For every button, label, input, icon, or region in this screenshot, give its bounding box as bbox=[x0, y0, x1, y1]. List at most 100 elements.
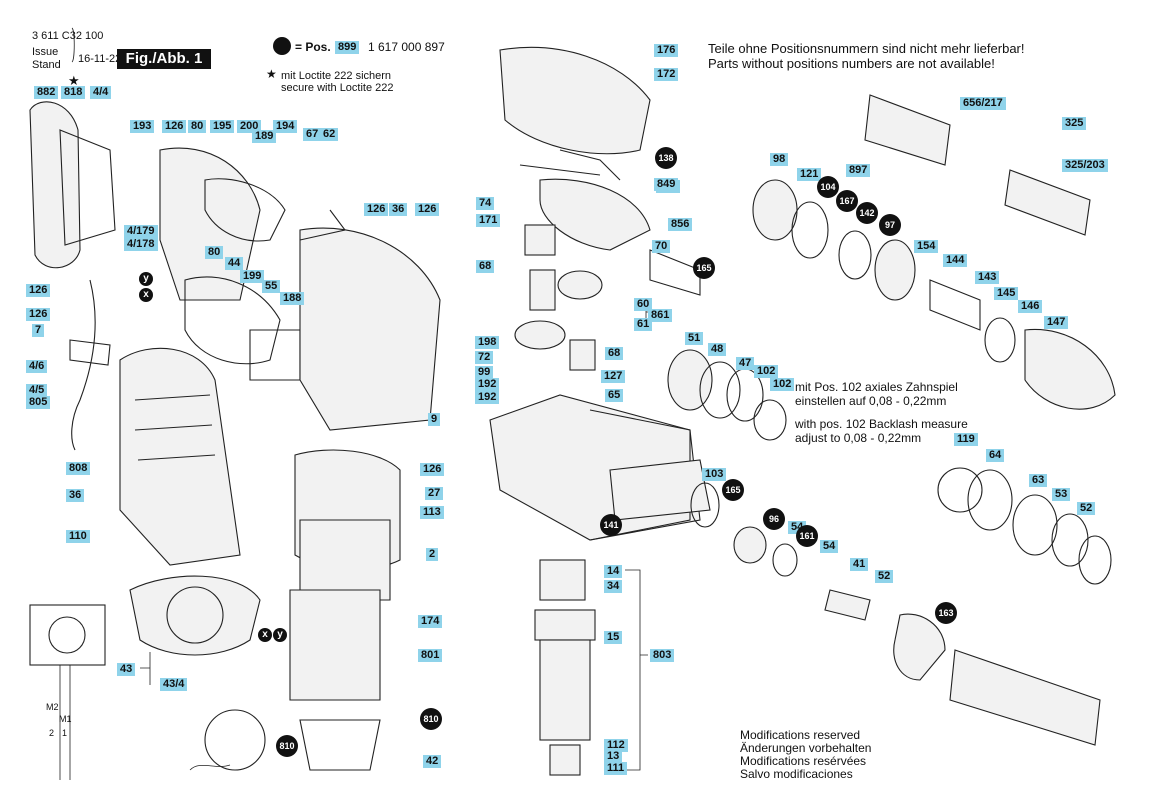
position-label-80: 80 bbox=[205, 246, 224, 259]
position-label-818: 818 bbox=[61, 86, 86, 99]
position-dot-167: 167 bbox=[836, 190, 858, 212]
intermediate-housing bbox=[299, 227, 441, 431]
position-label-9: 9 bbox=[428, 413, 441, 426]
position-label-199: 199 bbox=[240, 270, 265, 283]
position-label-51: 51 bbox=[685, 332, 704, 345]
position-label-805: 805 bbox=[26, 396, 51, 409]
position-label-2: 2 bbox=[426, 548, 439, 561]
bearing-sleeve-2 bbox=[569, 339, 596, 371]
position-label-174: 174 bbox=[418, 615, 443, 628]
power-cable bbox=[71, 279, 96, 451]
position-label-63: 63 bbox=[1029, 474, 1048, 487]
motor-housing bbox=[119, 347, 241, 566]
position-label-325-203: 325/203 bbox=[1062, 159, 1108, 172]
fan bbox=[539, 559, 586, 601]
position-label-103: 103 bbox=[702, 468, 727, 481]
position-label-36: 36 bbox=[66, 489, 85, 502]
locking-sleeve bbox=[752, 179, 798, 241]
bearing-111 bbox=[549, 744, 581, 776]
schematic-leads bbox=[59, 665, 71, 780]
position-label-194: 194 bbox=[273, 120, 298, 133]
position-dot-161: 161 bbox=[796, 525, 818, 547]
position-label-126: 126 bbox=[26, 308, 51, 321]
shim bbox=[753, 399, 787, 441]
position-label-41: 41 bbox=[850, 558, 869, 571]
position-label-147: 147 bbox=[1044, 316, 1069, 329]
position-label-52: 52 bbox=[875, 570, 894, 583]
loctite-en: secure with Loctite 222 bbox=[281, 82, 394, 94]
position-label-200: 200 bbox=[237, 120, 262, 133]
inset-circle bbox=[204, 709, 266, 771]
position-dot-138: 138 bbox=[655, 147, 677, 169]
position-label-144: 144 bbox=[943, 254, 968, 267]
position-label-65: 65 bbox=[605, 389, 624, 402]
fig-label: Fig./Abb. 1 bbox=[117, 49, 211, 69]
locking-ring bbox=[874, 239, 916, 301]
spring-washer bbox=[838, 230, 872, 280]
position-label-4-178: 4/178 bbox=[124, 238, 158, 251]
tool-holder-sleeve bbox=[893, 613, 946, 681]
position-label-72: 72 bbox=[475, 351, 494, 364]
position-label-14: 14 bbox=[604, 565, 623, 578]
position-dot-165: 165 bbox=[722, 479, 744, 501]
position-label-192: 192 bbox=[475, 391, 500, 404]
vibration-damper bbox=[184, 276, 281, 365]
position-label-64: 64 bbox=[986, 449, 1005, 462]
pin bbox=[299, 209, 346, 241]
position-label-70: 70 bbox=[652, 240, 671, 253]
marker-y: y bbox=[139, 272, 153, 286]
position-label-102: 102 bbox=[770, 378, 795, 391]
position-label-849: 849 bbox=[654, 178, 679, 191]
position-label-4-179: 4/179 bbox=[124, 225, 158, 238]
position-label-7: 7 bbox=[32, 324, 45, 337]
piston bbox=[649, 249, 701, 296]
position-label-143: 143 bbox=[975, 271, 1000, 284]
position-label-198: 198 bbox=[475, 336, 500, 349]
position-dot-810: 810 bbox=[420, 708, 442, 730]
star-icon: ★ bbox=[266, 67, 277, 81]
position-label-193: 193 bbox=[130, 120, 155, 133]
inset-arrow bbox=[189, 764, 231, 771]
position-label-172: 172 bbox=[654, 68, 679, 81]
position-label-861: 861 bbox=[648, 309, 673, 322]
position-dot-104: 104 bbox=[817, 176, 839, 198]
position-label-188: 188 bbox=[280, 292, 305, 305]
marker-y-2: y bbox=[273, 628, 287, 642]
clutch-ring bbox=[699, 361, 741, 419]
position-label-808: 808 bbox=[66, 462, 91, 475]
o-ring-103 bbox=[690, 482, 720, 528]
position-label-145: 145 bbox=[994, 287, 1019, 300]
position-label-68: 68 bbox=[605, 347, 624, 360]
armature bbox=[539, 639, 591, 741]
bearing-sleeve bbox=[524, 224, 556, 256]
ball-ring bbox=[937, 467, 983, 513]
issue-date: 16-11-22 bbox=[78, 53, 122, 65]
position-label-656-217: 656/217 bbox=[960, 97, 1006, 110]
position-label-68: 68 bbox=[476, 260, 495, 273]
bevel-gear bbox=[557, 270, 603, 300]
position-dot-141: 141 bbox=[600, 514, 622, 536]
schematic-1: 1 bbox=[62, 728, 68, 738]
position-label-146: 146 bbox=[1018, 300, 1043, 313]
position-label-189: 189 bbox=[252, 130, 277, 143]
cable-loop bbox=[519, 149, 621, 181]
needle-bearing bbox=[529, 269, 556, 311]
bellows bbox=[204, 178, 286, 242]
position-label-54: 54 bbox=[820, 540, 839, 553]
backlash-de-2: einstellen auf 0,08 - 0,22mm bbox=[795, 394, 947, 408]
bracket-803 bbox=[625, 569, 648, 771]
position-label-121: 121 bbox=[797, 168, 822, 181]
position-label-55: 55 bbox=[262, 280, 281, 293]
mod-2: Änderungen vorbehalten bbox=[740, 741, 872, 755]
schematic-m1: M1 bbox=[59, 714, 72, 724]
pos-prefix: = Pos. bbox=[295, 40, 331, 54]
fan-grid bbox=[166, 586, 224, 644]
position-label-74: 74 bbox=[476, 197, 495, 210]
compression-spring bbox=[984, 317, 1016, 363]
position-label-4-6: 4/6 bbox=[26, 360, 48, 373]
position-label-27: 27 bbox=[425, 487, 444, 500]
notice-no-pos-de: Teile ohne Positionsnummern sind nicht m… bbox=[708, 41, 1025, 56]
position-label-119: 119 bbox=[954, 433, 978, 446]
backlash-en-1: with pos. 102 Backlash measure bbox=[795, 417, 968, 431]
backlash-de-1: mit Pos. 102 axiales Zahnspiel bbox=[795, 380, 958, 394]
